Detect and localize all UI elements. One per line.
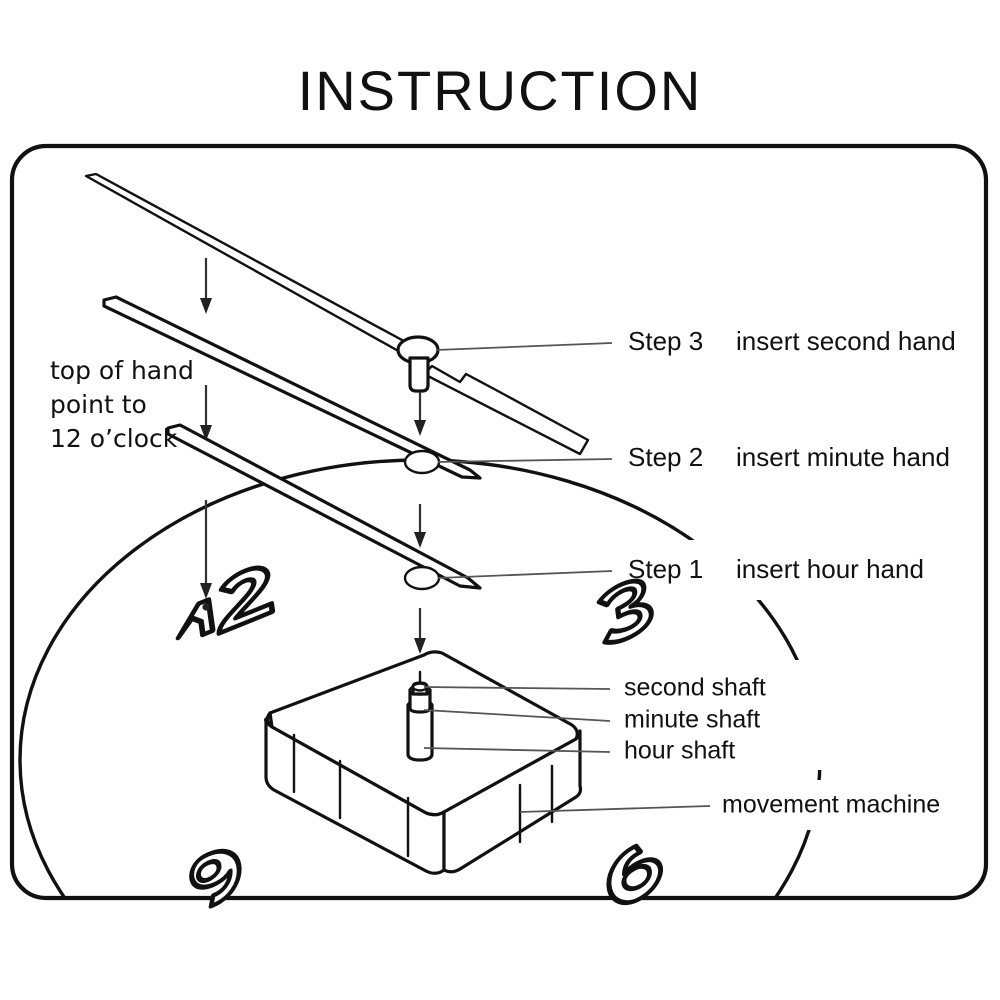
clock-numeral-9 [189,848,242,909]
hour-hand-hole [403,565,441,591]
step-2-number: Step 2 [628,442,703,472]
movement-right-face [442,729,583,874]
step-2-action: insert minute hand [736,442,950,472]
clock-numeral-12 [175,565,276,641]
clock-numeral-3 [596,578,654,645]
step-label-3: Step 3 insert second hand [628,326,956,356]
leader-step1 [437,570,613,579]
leader-hour-shaft [423,747,611,753]
note-line-2: point to [50,390,147,419]
leader-movement-machine [519,805,711,813]
step-1-action: insert hour hand [736,554,924,584]
page-title: INSTRUCTION [297,59,703,122]
hour-shaft-label: hour shaft [624,737,735,765]
assembly-arrows-left [200,258,212,611]
second-shaft-label: second shaft [624,674,766,702]
step-label-2: Step 2 insert minute hand [628,442,950,472]
clock-numeral-6 [606,843,663,906]
hour-hand-part [166,423,482,591]
step-1-number: Step 1 [628,554,703,584]
leader-step3 [435,342,613,351]
note-line-1: top of hand [50,356,194,385]
minute-shaft-label: minute shaft [624,706,760,734]
assembly-arrows-center [414,392,426,654]
minute-hand-part [102,295,482,480]
second-hand-part [84,172,590,456]
diagram-frame [9,143,989,901]
hour-shaft-cylinder [406,703,434,762]
minute-hand-hole [403,449,441,475]
leader-minute-shaft [423,709,611,722]
leader-second-shaft [423,686,611,690]
second-hand-stem [408,356,430,393]
step-3-action: insert second hand [736,326,956,356]
note-line-3: 12 o’clock [50,424,178,453]
movement-machine-label: movement machine [722,791,940,819]
step-label-1: Step 1 insert hour hand [628,554,924,584]
leader-step2 [437,458,613,463]
step-3-number: Step 3 [628,326,703,356]
movement-machine-part [264,650,583,875]
